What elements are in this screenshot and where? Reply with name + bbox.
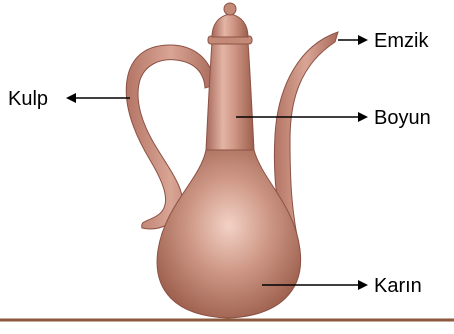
emzik-arrowhead xyxy=(358,35,368,45)
ewer-lid-knob xyxy=(224,3,236,15)
ewer-illustration xyxy=(126,3,338,318)
label-karin: Karın xyxy=(374,275,422,297)
kulp-arrowhead xyxy=(66,93,76,103)
boyun-arrowhead xyxy=(358,112,368,122)
label-boyun: Boyun xyxy=(374,107,431,129)
label-kulp: Kulp xyxy=(8,88,48,110)
ewer-neck xyxy=(206,42,254,150)
karin-arrowhead xyxy=(358,280,368,290)
ewer-lid xyxy=(212,14,248,37)
label-emzik: Emzik xyxy=(374,30,429,52)
